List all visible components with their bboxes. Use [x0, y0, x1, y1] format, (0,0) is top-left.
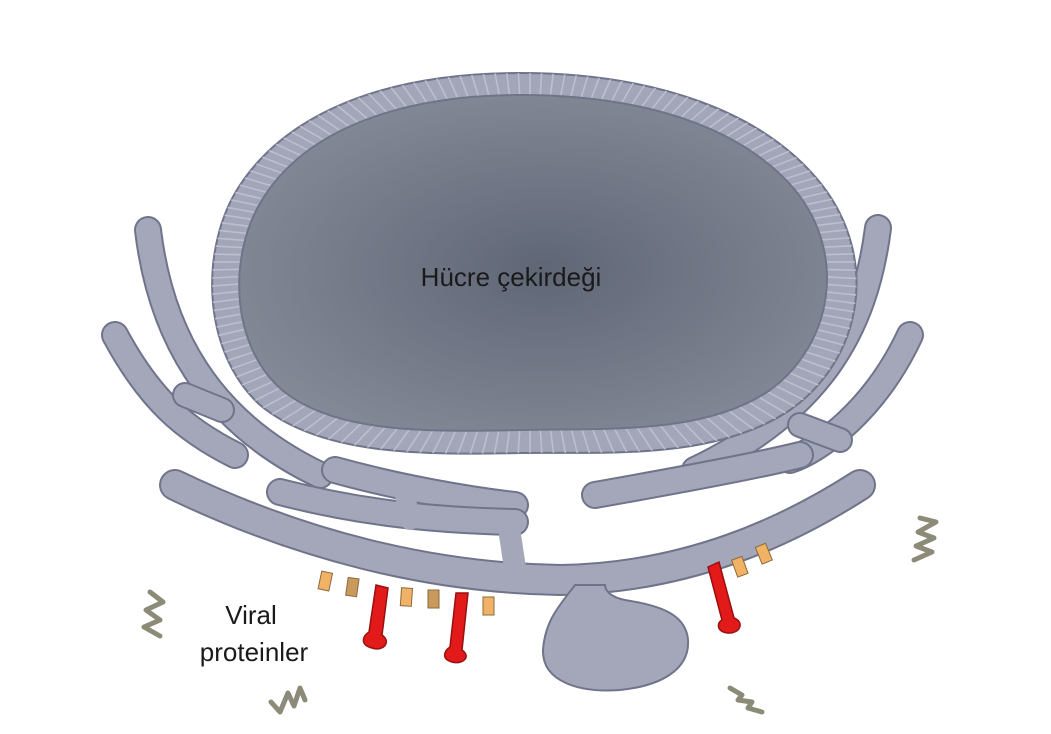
envelope-stripe: [445, 73, 473, 107]
envelope-stripe: [587, 73, 615, 107]
squiggle: [268, 685, 308, 715]
envelope-stripe: [578, 73, 601, 106]
ribosome: [317, 570, 334, 592]
endoplasmic-reticulum: [101, 214, 924, 597]
envelope-stripe: [500, 73, 512, 103]
ribosomes: [317, 542, 773, 616]
envelope-stripe: [558, 420, 574, 454]
ribosome: [427, 589, 440, 609]
envelope-stripe: [515, 73, 521, 103]
viral-proteins: [362, 560, 741, 664]
viral-protein: [707, 560, 741, 634]
ribosome: [730, 555, 749, 578]
viral-proteins-label-line2: proteinler: [200, 637, 309, 667]
envelope-stripe: [548, 421, 560, 454]
squiggles: [141, 515, 939, 715]
viral-protein: [362, 584, 389, 650]
er-vesicle-bud: [541, 584, 690, 692]
envelope-stripe: [568, 419, 588, 454]
envelope-stripe: [486, 73, 502, 104]
envelope-stripe: [539, 421, 545, 454]
nucleus: [238, 93, 828, 432]
envelope-stripe: [459, 73, 482, 106]
ribosome: [345, 576, 360, 598]
viral-proteins-label-line1: Viral: [225, 600, 277, 630]
squiggle: [141, 589, 166, 639]
ribosome: [754, 542, 773, 565]
envelope-stripe: [539, 73, 545, 103]
envelope-stripe: [472, 419, 492, 454]
envelope-stripe: [486, 420, 502, 454]
envelope-stripe: [568, 73, 588, 105]
envelope-stripe: [500, 421, 512, 454]
envelope-stripe: [548, 73, 560, 103]
viral-protein: [443, 592, 469, 664]
squiggle: [911, 515, 939, 563]
envelope-stripe: [558, 73, 574, 104]
ribosome: [399, 587, 414, 607]
ribosome: [482, 596, 495, 616]
squiggle: [727, 685, 765, 715]
nucleus-label: Hücre çekirdeği: [421, 262, 602, 292]
envelope-stripe: [472, 73, 492, 105]
envelope-stripe: [515, 421, 521, 454]
